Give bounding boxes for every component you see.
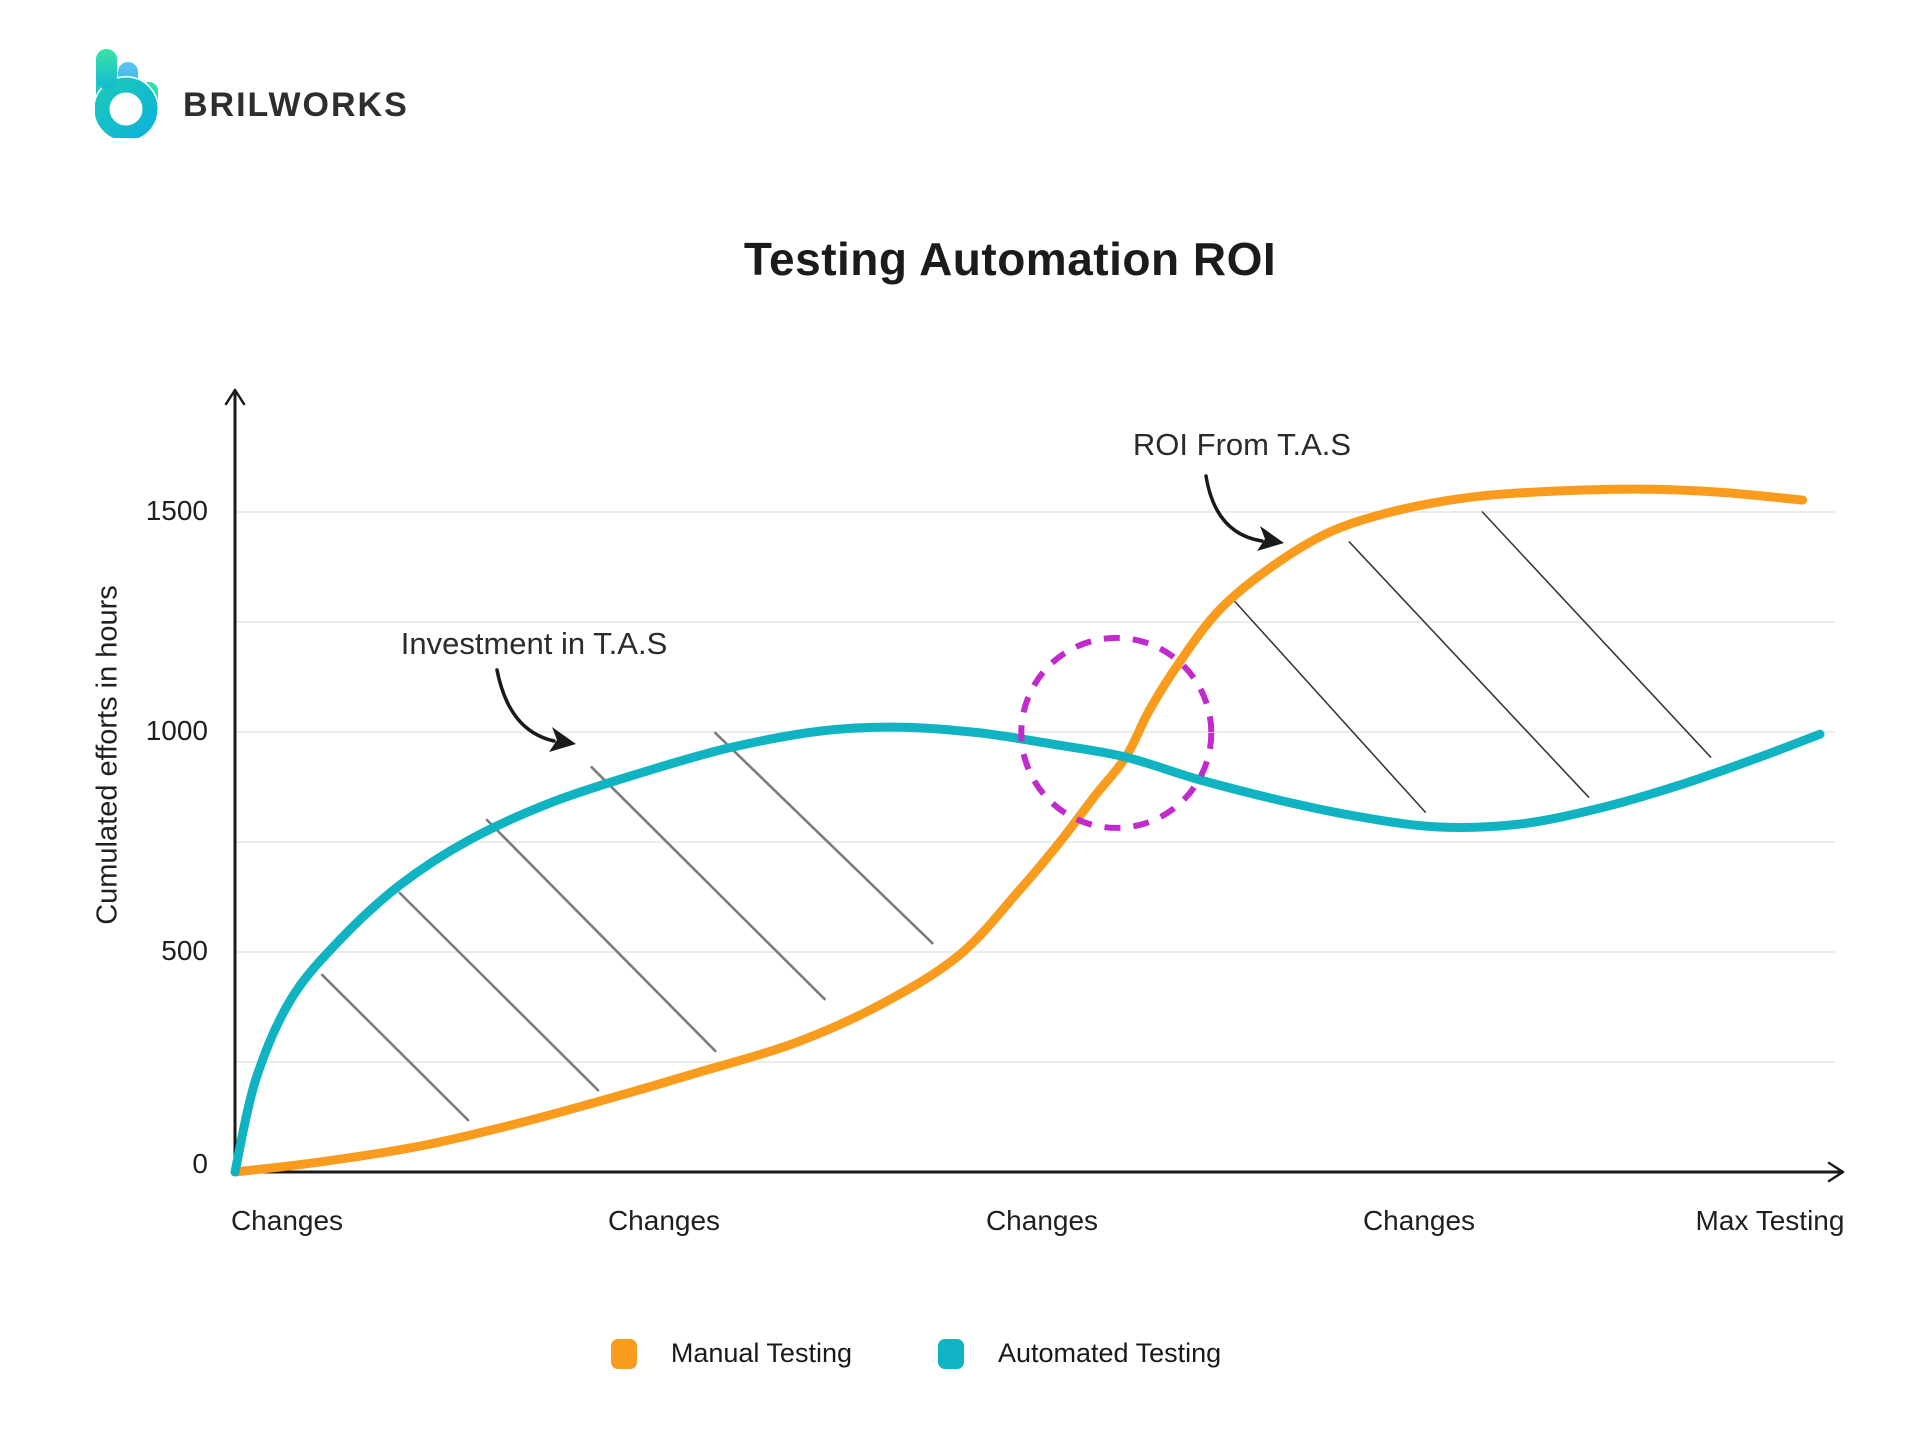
y-tick-0: 0 [192,1148,208,1179]
legend-item-manual: Manual Testing [610,1338,852,1369]
y-tick-500: 500 [161,935,208,966]
y-tick-1500: 1500 [145,495,208,526]
automated-testing-swatch [937,1338,964,1369]
manual-testing-swatch [610,1338,637,1369]
hatch-right-1 [1232,599,1427,813]
legend-item-automated: Automated Testing [937,1338,1222,1369]
automated-testing-curve [230,722,1825,1177]
hatch-left-2 [398,891,600,1092]
crossover-circle [1018,634,1215,831]
brand-name: BRILWORKS [183,85,409,124]
x-axis-arrowhead [1827,1161,1845,1183]
roi-arrowhead [1257,526,1284,551]
legend: Manual Testing Automated Testing [0,1338,1832,1369]
hatch-left-5 [713,731,934,945]
hatch-left-3 [485,818,717,1053]
automated-testing-label: Automated Testing [997,1338,1222,1368]
x-label-changes-1: Changes [230,1205,344,1236]
brand-logo: BRILWORKS [95,48,409,138]
investment-arrow [495,668,556,743]
x-label-max-testing: Max Testing [1695,1205,1845,1236]
annotation-investment: Investment in T.A.S [400,626,668,661]
x-label-changes-4: Changes [1362,1205,1476,1236]
roi-arrow [1204,474,1264,543]
curves [230,484,1825,1177]
hatch-left-4 [590,765,826,1001]
hatch-right-2 [1348,541,1590,798]
hatch-right-3 [1481,511,1712,758]
annotation-roi: ROI From T.A.S [1132,427,1352,462]
crossover-circle-outline [1018,634,1215,831]
axes [224,388,1845,1183]
chart-title: Testing Automation ROI [743,233,1277,285]
hatch-lines [320,511,1712,1122]
hatch-left-1 [320,973,470,1122]
manual-testing-label: Manual Testing [670,1338,852,1368]
x-label-changes-2: Changes [607,1205,721,1236]
gridlines [235,511,1835,1063]
investment-arrowhead [549,727,576,752]
x-label-changes-3: Changes [985,1205,1099,1236]
annotation-arrows [495,474,1284,752]
brilworks-logo-icon [95,49,159,138]
manual-testing-curve [230,484,1808,1177]
y-axis-arrowhead [224,388,246,406]
y-tick-1000: 1000 [145,715,208,746]
